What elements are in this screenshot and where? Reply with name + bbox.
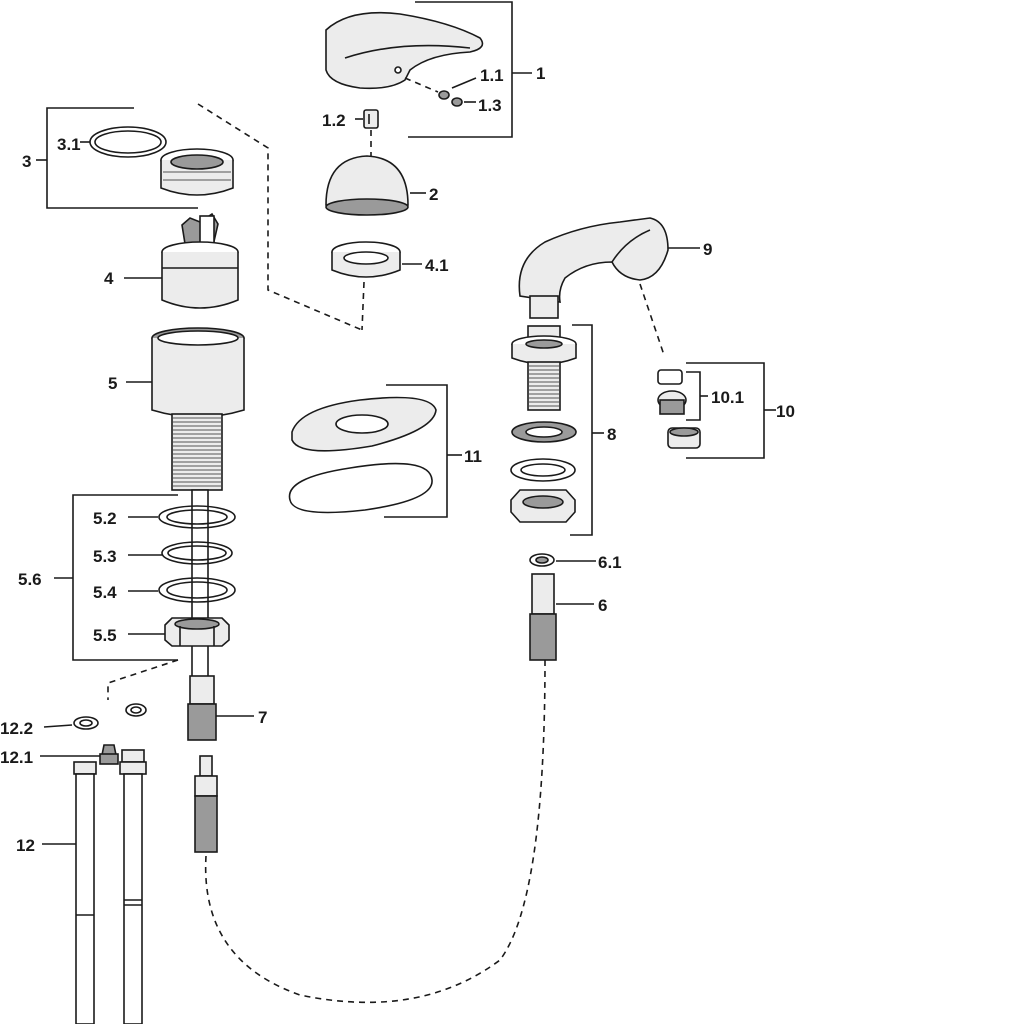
callout-bracket-3 [46, 107, 198, 209]
callout-5-4: 5.4 [93, 583, 117, 602]
callout-6: 6 [598, 596, 607, 615]
callout-1-3: 1.3 [478, 96, 502, 115]
callout-4-1: 4.1 [425, 256, 449, 275]
retaining-nut-part [160, 148, 234, 196]
callout-bracket-10-1 [686, 371, 701, 421]
callout-12-1: 12.1 [0, 748, 33, 767]
callout-bracket-11 [384, 384, 448, 518]
callout-1-1: 1.1 [480, 66, 504, 85]
callout-bracket-5-6 [72, 494, 178, 661]
callout-3-1: 3.1 [57, 135, 81, 154]
callout-bracket-1 [408, 1, 513, 138]
hose-connector-part [187, 675, 254, 853]
callout-2: 2 [429, 185, 438, 204]
callout-10-1: 10.1 [711, 388, 744, 407]
deck-plate-part [291, 396, 437, 452]
aerator-part [657, 369, 701, 449]
adapter-ring-part [331, 241, 422, 331]
callout-5-5: 5.5 [93, 626, 117, 645]
hose-end-part [529, 553, 596, 661]
callout-bracket-8 [570, 324, 593, 536]
faucet-body-part [126, 327, 245, 491]
hose-guide-part [510, 325, 577, 523]
callout-4: 4 [104, 269, 114, 288]
cartridge-part [124, 212, 239, 309]
callout-5: 5 [108, 374, 117, 393]
washer-5-2 [128, 505, 236, 529]
dashed-guide-upper [197, 103, 363, 331]
spray-head-part [518, 217, 700, 356]
callout-1-2: 1.2 [322, 111, 346, 130]
dashed-guide-left [107, 659, 179, 700]
callout-12: 12 [16, 836, 35, 855]
callout-5-2: 5.2 [93, 509, 117, 528]
washer-5-4 [128, 577, 236, 603]
callout-7: 7 [258, 708, 267, 727]
dome-cover-part [325, 155, 426, 216]
callout-5-3: 5.3 [93, 547, 117, 566]
hex-nut-5-5 [128, 617, 230, 647]
callout-6-1: 6.1 [598, 553, 622, 572]
callout-10: 10 [776, 402, 795, 421]
supply-pipes-part [40, 703, 147, 1024]
screw-cap-part [355, 109, 379, 160]
washer-5-3 [128, 541, 233, 565]
callout-11: 11 [464, 447, 482, 466]
lever-handle-part [325, 11, 484, 107]
callout-5-6: 5.6 [18, 570, 42, 589]
mounting-rod [191, 489, 209, 681]
callout-9: 9 [703, 240, 712, 259]
callout-12-2: 12.2 [0, 719, 33, 738]
callout-8: 8 [607, 425, 616, 444]
o-ring-part [80, 126, 167, 158]
gasket-part [288, 462, 433, 514]
callout-3: 3 [22, 152, 31, 171]
dashed-hose-loop [204, 659, 546, 1004]
callout-1: 1 [536, 64, 545, 83]
